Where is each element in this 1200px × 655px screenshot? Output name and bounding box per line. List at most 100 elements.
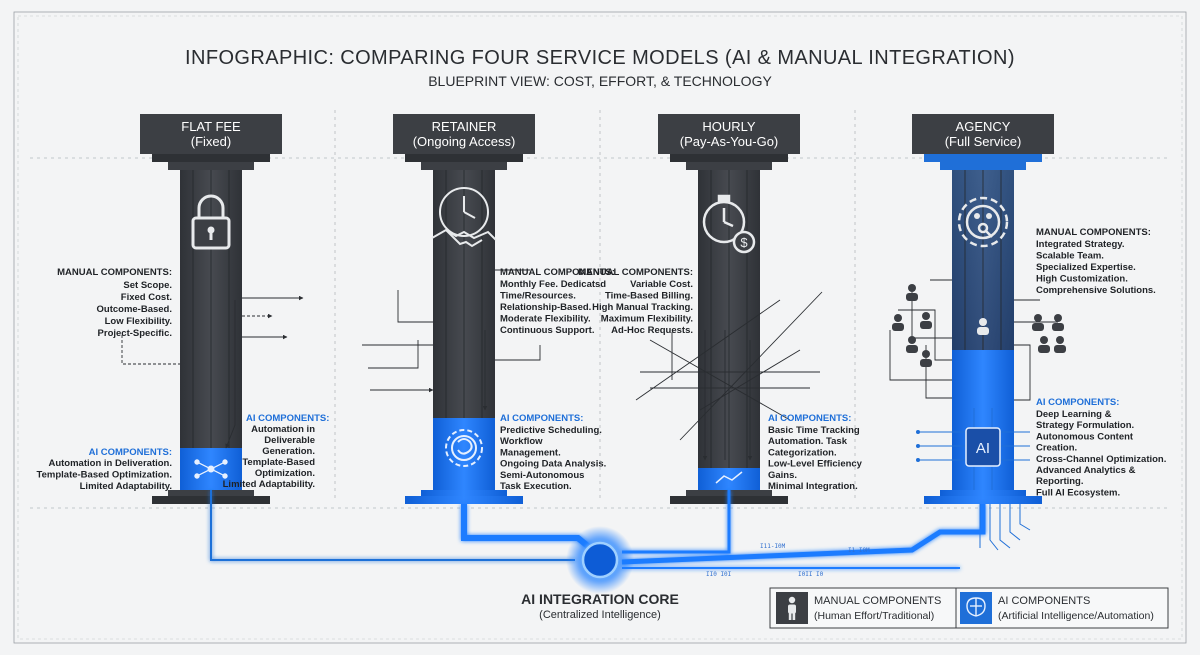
page-subtitle: BLUEPRINT VIEW: COST, EFFORT, & TECHNOLO… bbox=[428, 73, 772, 89]
text-line: Categorization. bbox=[768, 447, 837, 458]
text-line: Automation. Task bbox=[768, 436, 848, 447]
handshake-clock-icon bbox=[431, 187, 497, 248]
text-line: Strategy Formulation. bbox=[1036, 420, 1134, 431]
pillar-name: RETAINER bbox=[432, 119, 497, 134]
text-line: Optimization. bbox=[255, 468, 315, 479]
connector-label: I11-I0M bbox=[760, 543, 786, 550]
ai-heading-right: AI COMPONENTS: bbox=[246, 413, 329, 424]
text-line: Low Flexibility. bbox=[105, 316, 172, 327]
connector-agency bbox=[621, 504, 986, 565]
pillar-name: FLAT FEE bbox=[181, 119, 241, 134]
text-line: Deep Learning & bbox=[1036, 409, 1112, 420]
text-line: Reporting. bbox=[1036, 476, 1084, 487]
pillar-sub: (Full Service) bbox=[945, 134, 1022, 149]
team-network bbox=[889, 279, 1066, 401]
legend-sub: (Artificial Intelligence/Automation) bbox=[998, 610, 1154, 622]
text-line: Autonomous Content bbox=[1036, 431, 1134, 442]
pillar-hourly: HOURLY (Pay-As-You-Go) $ bbox=[578, 114, 863, 504]
text-line: Deliverable bbox=[264, 435, 315, 446]
text-line: Maximum Flexibility. bbox=[601, 314, 693, 325]
trend-line-icon bbox=[715, 471, 743, 484]
ai-chip-label: AI bbox=[976, 440, 990, 457]
inner-frame bbox=[17, 15, 1183, 640]
text-line: Relationship-Based. bbox=[500, 302, 591, 313]
manual-list: Set Scope.Fixed Cost.Outcome-Based.Low F… bbox=[97, 280, 173, 339]
text-line: Template-Based Optimization. bbox=[37, 470, 172, 481]
text-line: Moderate Flexibility. bbox=[500, 314, 591, 325]
text-line: Task Execution. bbox=[500, 481, 572, 492]
ai-integration-core: AI INTEGRATION CORE (Centralized Intelli… bbox=[521, 526, 679, 621]
text-line: High Customization. bbox=[1036, 274, 1128, 285]
ai-segment bbox=[952, 350, 1014, 490]
text-line: Comprehensive Solutions. bbox=[1036, 285, 1156, 296]
pillar-flat-fee: FLAT FEE (Fixed) bbox=[37, 114, 329, 504]
text-line: Set Scope. bbox=[123, 280, 172, 291]
pillar-capital bbox=[140, 114, 282, 154]
ai-list: Deep Learning &Strategy Formulation.Auto… bbox=[1036, 409, 1166, 498]
text-line: Variable Cost. bbox=[630, 279, 693, 290]
neural-net-icon bbox=[194, 459, 228, 479]
legend-title: AI COMPONENTS bbox=[998, 595, 1090, 607]
text-line: Time-Based Billing. bbox=[605, 291, 693, 302]
ai-heading: AI COMPONENTS: bbox=[500, 413, 583, 424]
ai-chip-icon: AI bbox=[916, 408, 1030, 490]
text-line: Generation. bbox=[262, 446, 315, 457]
core-orb bbox=[581, 541, 619, 579]
pillar-sub: (Fixed) bbox=[191, 134, 231, 149]
ai-heading: AI COMPONENTS: bbox=[1036, 397, 1119, 408]
gear-team-icon bbox=[957, 196, 1009, 248]
connector-label: II0 I0I bbox=[706, 571, 732, 578]
legend: MANUAL COMPONENTS (Human Effort/Traditio… bbox=[769, 587, 1169, 629]
circuit-traces bbox=[979, 504, 1031, 551]
text-line: Predictive Scheduling. bbox=[500, 425, 602, 436]
text-line: Integrated Strategy. bbox=[1036, 239, 1125, 250]
padlock-icon bbox=[191, 194, 231, 250]
text-line: Management. bbox=[500, 447, 561, 458]
pillar-name: HOURLY bbox=[702, 119, 756, 134]
brain-gear-icon bbox=[445, 429, 483, 467]
text-line: Automation in Deliveration. bbox=[48, 458, 172, 469]
text-line: High Manual Tracking. bbox=[592, 302, 693, 313]
manual-heading: MANUAL COMPONENTS: bbox=[57, 267, 172, 278]
legend-item-manual: MANUAL COMPONENTS (Human Effort/Traditio… bbox=[776, 592, 941, 624]
pillar-capital bbox=[912, 114, 1054, 154]
legend-title: MANUAL COMPONENTS bbox=[814, 595, 941, 607]
text-line: Creation. bbox=[1036, 443, 1077, 454]
text-line: Template-Based bbox=[242, 457, 315, 468]
text-line: Cross-Channel Optimization. bbox=[1036, 454, 1166, 465]
pillar-name: AGENCY bbox=[956, 119, 1011, 134]
ai-heading: AI COMPONENTS: bbox=[768, 413, 851, 424]
text-line: Outcome-Based. bbox=[97, 304, 173, 315]
connector-label: I0II I0 bbox=[798, 571, 824, 578]
tangled-wires bbox=[635, 291, 823, 461]
text-line: Minimal Integration. bbox=[768, 481, 858, 492]
text-line: Basic Time Tracking bbox=[768, 425, 860, 436]
text-line: Full AI Ecosystem. bbox=[1036, 487, 1120, 498]
text-line: Semi-Autonomous bbox=[500, 470, 584, 481]
pillar-sub: (Pay-As-You-Go) bbox=[680, 134, 779, 149]
pillar-sub: (Ongoing Access) bbox=[413, 134, 516, 149]
outer-frame bbox=[13, 11, 1187, 644]
text-line: Monthly Fee. Dedicatsd bbox=[500, 279, 606, 290]
pillar-capital bbox=[658, 114, 800, 154]
text-line: Ad-Hoc Requests. bbox=[611, 325, 693, 336]
brain-circuit-icon bbox=[966, 597, 986, 617]
legend-sub: (Human Effort/Traditional) bbox=[814, 610, 934, 622]
core-sub: (Centralized Intelligence) bbox=[539, 609, 661, 621]
connector-flat-fee bbox=[210, 490, 575, 561]
ai-heading: AI COMPONENTS: bbox=[89, 447, 172, 458]
pillar-capital bbox=[393, 114, 535, 154]
text-line: Scalable Team. bbox=[1036, 251, 1104, 262]
stopwatch-icon: $ bbox=[702, 194, 756, 254]
manual-list: Integrated Strategy.Scalable Team.Specia… bbox=[1036, 239, 1156, 296]
text-line: Automation in bbox=[251, 424, 315, 435]
core-title: AI INTEGRATION CORE bbox=[521, 591, 679, 607]
text-line: Fixed Cost. bbox=[121, 292, 172, 303]
text-line: Limited Adaptability. bbox=[223, 479, 315, 490]
svg-text:$: $ bbox=[740, 235, 748, 250]
